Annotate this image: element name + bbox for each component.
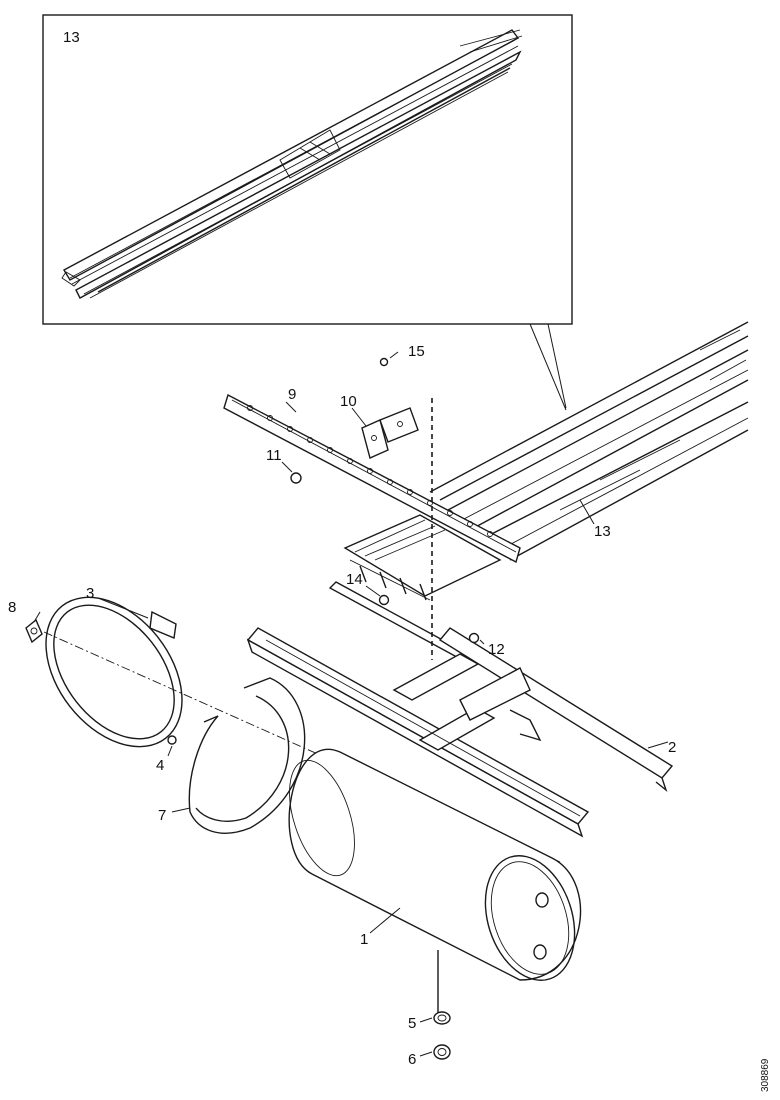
- inset-detail: 13: [42, 14, 573, 411]
- nut-15: [379, 357, 389, 367]
- part-label-11: 11: [266, 447, 282, 464]
- part-label-6: 6: [408, 1051, 416, 1068]
- part-labels: 1 2 3 4 5 6 7 8 9 10 11 12 13 14 15: [8, 343, 676, 1068]
- bracket-plate-9: [223, 393, 521, 564]
- inset-leader: [529, 323, 567, 411]
- nut-14: [378, 594, 390, 606]
- mount-bracket-10: [361, 407, 419, 459]
- part-label-10: 10: [340, 393, 357, 410]
- inset-label: 13: [63, 29, 80, 46]
- leader-lines: [33, 351, 669, 1057]
- frame-rails: [429, 321, 749, 561]
- figure-id: 308869: [760, 1058, 771, 1092]
- inset-rail-bundle: [61, 29, 523, 299]
- inset-frame: [42, 14, 573, 325]
- washer-6: [433, 1044, 451, 1060]
- cross-member-assembly: [343, 514, 502, 601]
- part-label-7: 7: [158, 807, 166, 824]
- nut-4: [167, 735, 177, 745]
- part-label-5: 5: [408, 1015, 416, 1032]
- nut-12: [468, 632, 480, 644]
- mounting-strip-14: [328, 581, 474, 663]
- part-label-12: 12: [488, 641, 505, 658]
- nut-11: [290, 472, 302, 484]
- part-label-9: 9: [288, 386, 296, 403]
- part-label-14: 14: [346, 571, 363, 588]
- fitting-5: [433, 1011, 451, 1025]
- strap-band-7: [188, 677, 306, 834]
- part-label-4: 4: [156, 757, 164, 774]
- part-label-15: 15: [408, 343, 425, 360]
- air-tank-1: [288, 748, 582, 1016]
- part-label-1: 1: [360, 931, 368, 948]
- nut-8: [25, 618, 43, 644]
- tank-support-frame-2: [246, 627, 674, 838]
- hardware: [25, 357, 480, 1060]
- strap-ring-3: [45, 596, 183, 748]
- part-label-3: 3: [86, 585, 94, 602]
- part-label-13: 13: [594, 523, 611, 540]
- part-label-8: 8: [8, 599, 16, 616]
- part-label-2: 2: [668, 739, 676, 756]
